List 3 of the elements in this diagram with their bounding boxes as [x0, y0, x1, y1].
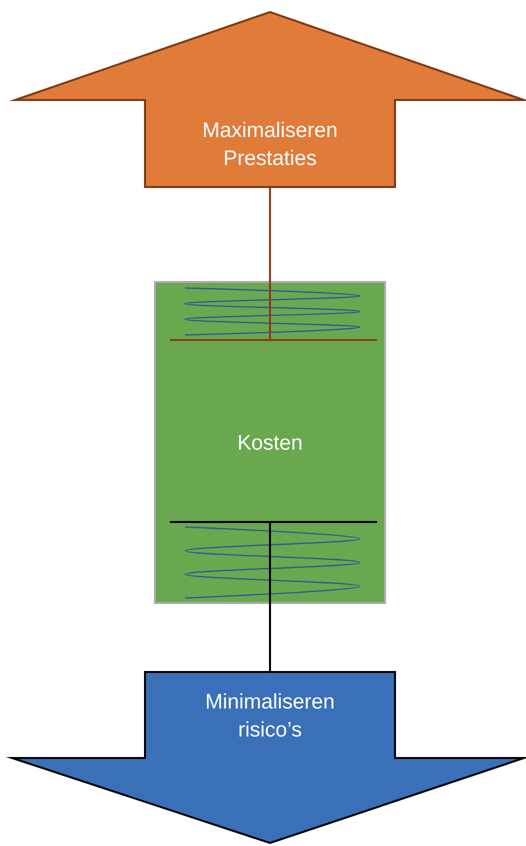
spring-box: Kosten — [154, 281, 386, 604]
connector-line — [269, 522, 271, 672]
connector-line — [269, 187, 271, 340]
